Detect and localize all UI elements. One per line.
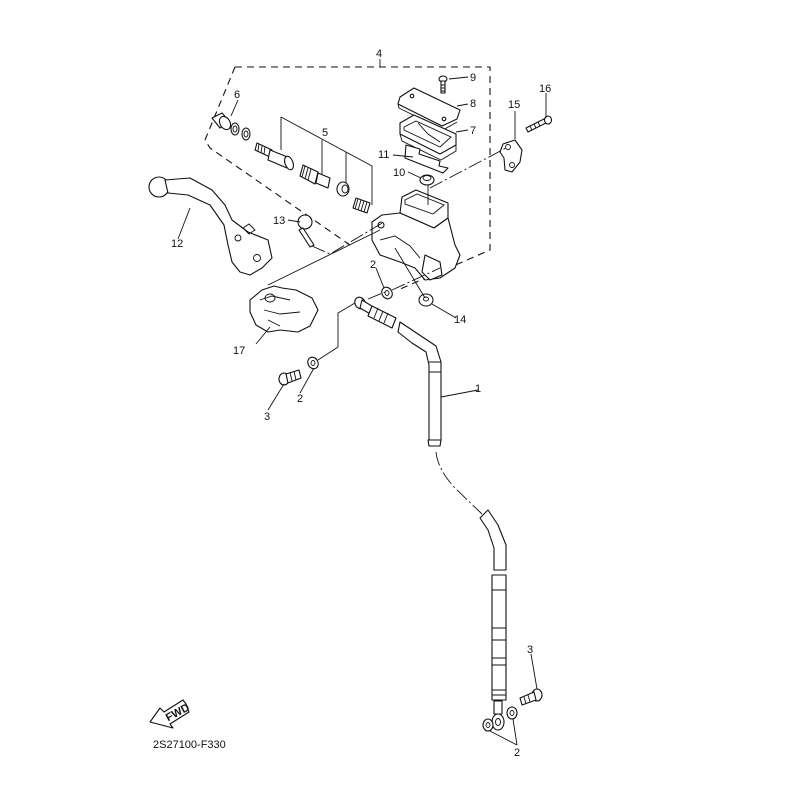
part-3-union-bolt-lower[interactable]	[519, 688, 543, 706]
part-1-brake-hose[interactable]	[353, 295, 507, 731]
callout-13[interactable]: 13	[273, 215, 285, 227]
part-9-cap-screw[interactable]	[438, 75, 448, 94]
part-2-caliper-gasket[interactable]	[306, 355, 321, 370]
callout-6[interactable]: 6	[234, 89, 240, 101]
callout-1[interactable]: 1	[475, 383, 481, 395]
diagram-code: 2S27100-F330	[153, 739, 226, 751]
part-4-master-cylinder[interactable]	[371, 185, 461, 281]
callout-7[interactable]: 7	[470, 125, 476, 137]
callout-2-upper[interactable]: 2	[370, 259, 376, 271]
fwd-arrow-icon: FWD	[149, 699, 192, 729]
part-8-cap[interactable]	[397, 87, 461, 131]
callout-3-lower[interactable]: 3	[527, 644, 533, 656]
callout-15[interactable]: 15	[508, 99, 520, 111]
part-16-bolt[interactable]	[525, 115, 553, 133]
part-3-union-bolt-upper[interactable]	[278, 369, 302, 386]
callout-11[interactable]: 11	[378, 149, 389, 161]
part-14-nut[interactable]	[418, 293, 434, 307]
part-15-bracket[interactable]	[499, 139, 523, 173]
part-12-brake-lever[interactable]	[148, 176, 273, 276]
part-2-upper-gasket[interactable]	[380, 285, 395, 300]
callout-8[interactable]: 8	[470, 98, 476, 110]
callout-labels: 4 9 8 7 11 10 6 5 15 16 12 13 2 14 17 1 …	[171, 48, 551, 759]
callout-17[interactable]: 17	[233, 345, 245, 357]
part-13-lever-bolt[interactable]	[297, 214, 315, 248]
callout-12[interactable]: 12	[171, 238, 183, 250]
callout-14[interactable]: 14	[454, 314, 466, 326]
callout-3-upper[interactable]: 3	[264, 411, 270, 423]
part-6-boot[interactable]	[211, 112, 251, 141]
part-17-guard[interactable]	[249, 285, 319, 333]
callout-5[interactable]: 5	[322, 127, 328, 139]
part-2-lower-gaskets[interactable]	[482, 706, 518, 732]
callout-16[interactable]: 16	[539, 83, 551, 95]
assembly-4-boundary	[204, 59, 491, 291]
part-10-protector[interactable]	[419, 174, 435, 186]
callout-2-caliper[interactable]: 2	[297, 393, 303, 405]
part-11-diaphragm[interactable]	[404, 144, 449, 174]
callout-2-lower[interactable]: 2	[514, 747, 520, 759]
callout-10[interactable]: 10	[393, 167, 405, 179]
part-5-piston-kit[interactable]	[254, 116, 373, 214]
fwd-label: FWD	[164, 702, 192, 724]
callout-leaders	[177, 76, 547, 746]
callout-4[interactable]: 4	[376, 48, 382, 60]
leader-lines	[267, 146, 509, 361]
part-7-diaphragm-holder[interactable]	[399, 114, 457, 161]
callout-9[interactable]: 9	[470, 72, 476, 84]
